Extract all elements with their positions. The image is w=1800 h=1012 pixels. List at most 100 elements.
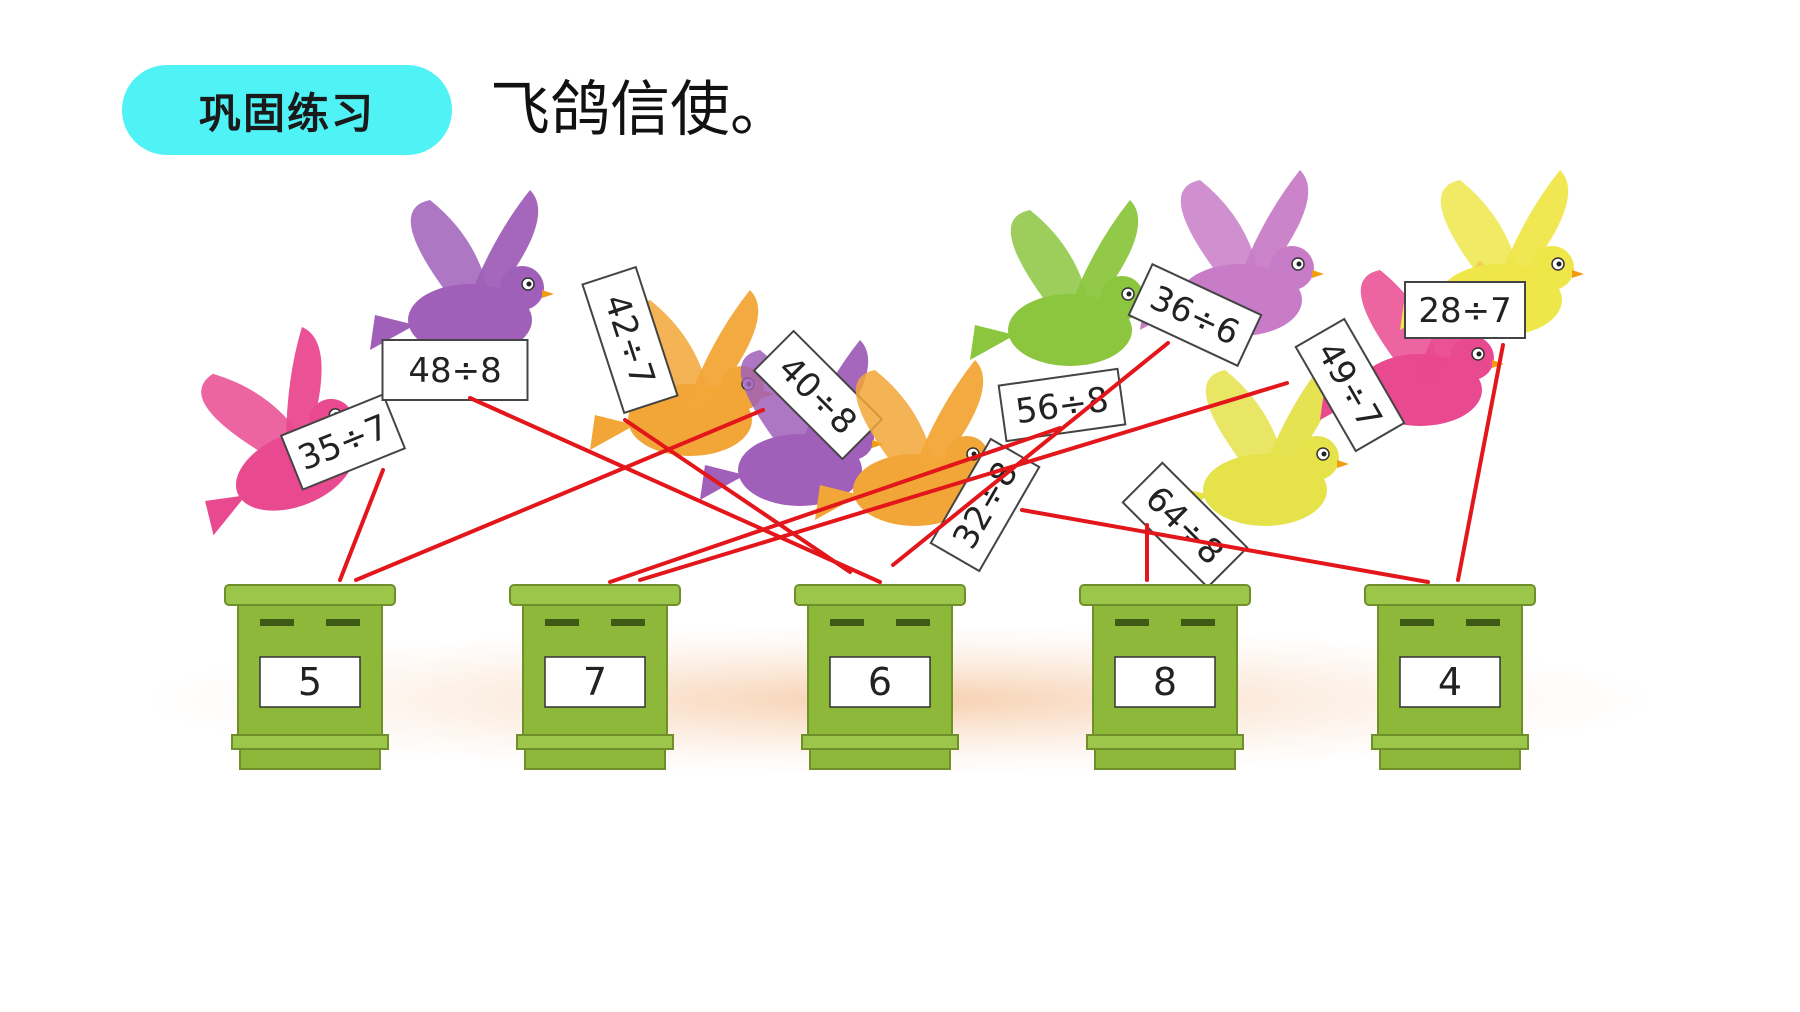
division-card-bg <box>1294 317 1406 453</box>
pigeon-6 <box>970 200 1154 366</box>
pigeon-wing <box>1495 170 1569 295</box>
division-card: 56÷8 <box>997 367 1127 443</box>
mailbox-base <box>231 734 389 750</box>
pigeon-pupil <box>1476 351 1482 357</box>
division-card-label: 28÷7 <box>1418 291 1511 331</box>
match-line <box>623 418 852 574</box>
pigeon-wing <box>685 290 759 415</box>
division-card-bg <box>381 339 529 401</box>
match-line <box>608 426 1062 584</box>
mailbox-plate <box>1399 656 1501 708</box>
mailbox-roof <box>1079 584 1251 606</box>
match-line <box>338 468 385 582</box>
section-badge-label: 巩固练习 <box>198 88 375 138</box>
division-card: 28÷7 <box>1404 281 1526 339</box>
pigeon-tail <box>370 315 415 350</box>
mailbox-plate <box>829 656 931 708</box>
mailbox-base <box>801 734 959 750</box>
pigeon-tail <box>970 325 1015 360</box>
division-card-bg <box>1121 461 1249 589</box>
pigeon-wing <box>1065 200 1139 325</box>
mailbox-number: 8 <box>1153 660 1177 704</box>
mailbox-foot <box>239 748 381 770</box>
pigeon-tail <box>205 495 246 536</box>
pigeon-head <box>1530 246 1574 290</box>
mailbox-slot <box>611 619 645 626</box>
pigeon-wing <box>410 200 490 310</box>
mailbox-foot <box>524 748 666 770</box>
mailbox-number: 5 <box>298 660 322 704</box>
pigeon-wing <box>910 360 984 485</box>
mailbox-4: 4 <box>1364 584 1536 770</box>
mailbox-roof <box>224 584 396 606</box>
mailbox-base <box>516 734 674 750</box>
pigeon-body <box>853 454 977 526</box>
pigeon-wing <box>1010 210 1090 320</box>
pigeon-beak <box>1337 460 1349 468</box>
mailbox-foot <box>1094 748 1236 770</box>
mailbox-8: 8 <box>1079 584 1251 770</box>
division-card: 64÷8 <box>1121 461 1249 589</box>
mailbox-slot <box>1466 619 1500 626</box>
division-card-bg <box>752 329 884 461</box>
pigeon-wing <box>465 190 539 315</box>
pigeon-wing <box>1235 170 1309 295</box>
pigeon-pupil <box>1126 291 1132 297</box>
pigeon-wing <box>1260 360 1334 485</box>
section-badge: 巩固练习 <box>122 65 452 155</box>
mailbox-plate <box>259 656 361 708</box>
division-card-bg <box>279 393 407 491</box>
mailbox-slot <box>260 619 294 626</box>
pigeon-wing <box>855 370 935 480</box>
mailbox-slot <box>1115 619 1149 626</box>
pigeon-tail <box>700 465 745 500</box>
mailbox-number: 6 <box>868 660 892 704</box>
mailbox-5: 5 <box>224 584 396 770</box>
mailbox-slot <box>830 619 864 626</box>
pigeon-beak <box>1312 270 1324 278</box>
mailbox-slot <box>1181 619 1215 626</box>
pigeon-wing <box>1205 370 1285 480</box>
pigeon-head <box>1270 246 1314 290</box>
pigeon-wing <box>1360 270 1440 380</box>
division-card-bg <box>581 265 679 415</box>
division-card-bg <box>1127 262 1263 368</box>
match-line <box>1020 508 1430 584</box>
pigeon-pupil <box>1296 261 1302 267</box>
match-line <box>468 396 882 584</box>
match-line <box>891 341 1170 567</box>
mailbox-foot <box>809 748 951 770</box>
mailbox-number: 4 <box>1438 660 1462 704</box>
pigeon-pupil <box>526 281 532 287</box>
pigeon-body <box>408 284 532 356</box>
pigeon-beak <box>542 290 554 298</box>
mailbox-plate <box>1114 656 1216 708</box>
pigeon-wing <box>1440 180 1520 290</box>
mailbox-slot <box>326 619 360 626</box>
pigeon-wing <box>286 326 322 463</box>
mailbox-6: 6 <box>794 584 966 770</box>
pigeon-body <box>1203 454 1327 526</box>
mailbox-foot <box>1379 748 1521 770</box>
pigeon-head <box>1450 336 1494 380</box>
division-card-label: 48÷8 <box>408 351 501 391</box>
pigeon-wing <box>1180 180 1260 290</box>
pigeon-head <box>1295 436 1339 480</box>
mailbox-base <box>1371 734 1529 750</box>
pigeon-body <box>1008 294 1132 366</box>
division-card-bg <box>929 437 1041 573</box>
pigeon-tail <box>590 415 635 450</box>
match-line <box>354 408 765 582</box>
mailbox-roof <box>509 584 681 606</box>
pigeon-5 <box>815 360 999 526</box>
pigeon-pupil <box>1321 451 1327 457</box>
mailbox-slot <box>1400 619 1434 626</box>
mailbox-7: 7 <box>509 584 681 770</box>
pigeon-beak <box>1572 270 1584 278</box>
pigeon-pupil <box>1556 261 1562 267</box>
pigeon-beak <box>872 440 884 448</box>
mailbox-number: 7 <box>583 660 607 704</box>
division-card-bg <box>997 367 1127 443</box>
match-line <box>638 381 1289 582</box>
